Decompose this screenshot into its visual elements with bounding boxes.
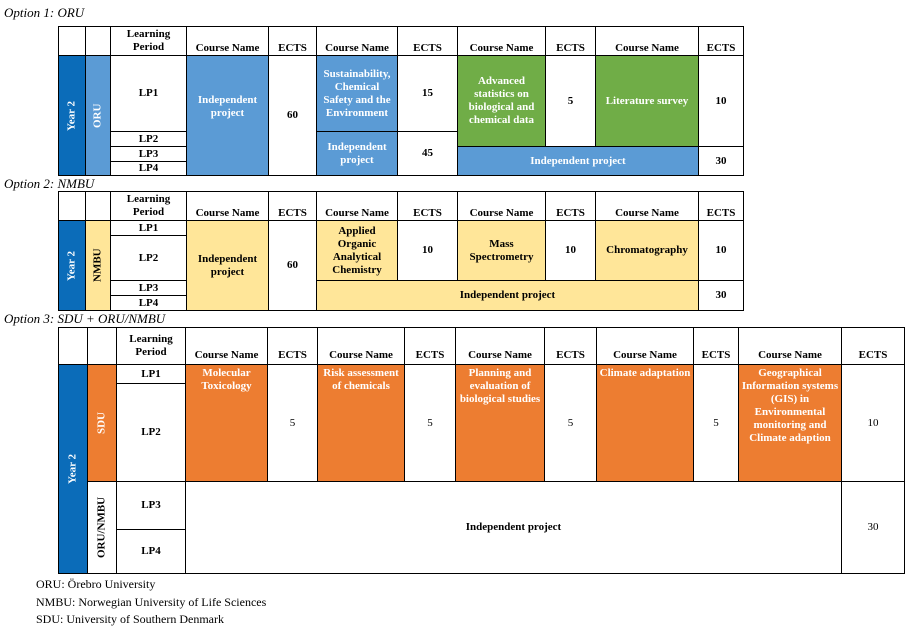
header-ects: ECTS	[841, 327, 905, 365]
header-empty-uni	[85, 26, 111, 56]
course-independent-project: Independent project	[457, 146, 699, 176]
period-lp3: LP3	[110, 146, 187, 162]
header-ects: ECTS	[693, 327, 739, 365]
period-lp2: LP2	[110, 235, 187, 281]
ects-value: 10	[698, 220, 744, 281]
option2-title: Option 2: NMBU	[4, 176, 95, 191]
header-course-name: Course Name	[595, 191, 699, 221]
course-sustainability: Sustainability, Chemical Safety and the …	[316, 55, 398, 132]
period-lp4: LP4	[110, 161, 187, 176]
year-label: Year 2	[58, 220, 86, 311]
header-empty-year	[58, 191, 86, 221]
header-ects: ECTS	[404, 327, 456, 365]
header-course-name: Course Name	[186, 191, 269, 221]
ects-value: 30	[841, 481, 905, 574]
course-planning-evaluation: Planning and evaluation of biological st…	[455, 364, 545, 482]
header-course-name: Course Name	[457, 191, 546, 221]
course-independent-project: Independent project	[316, 131, 398, 176]
header-course-name: Course Name	[316, 191, 398, 221]
legend-oru: ORU: Örebro University	[36, 577, 156, 591]
header-learning-period: Learning Period	[110, 191, 187, 221]
header-learning-period: Learning Period	[116, 327, 186, 365]
ects-value: 5	[404, 364, 456, 482]
header-empty-year	[58, 327, 88, 365]
course-molecular-toxicology: Molecular Toxicology	[185, 364, 268, 482]
ects-value: 10	[545, 220, 596, 281]
header-learning-period: Learning Period	[110, 26, 187, 56]
ects-value: 5	[544, 364, 597, 482]
period-lp2: LP2	[116, 383, 186, 482]
ects-value: 5	[693, 364, 739, 482]
header-course-name: Course Name	[455, 327, 545, 365]
university-label-nmbu: NMBU	[85, 220, 111, 311]
header-ects: ECTS	[397, 191, 458, 221]
course-independent-project: Independent project	[186, 55, 269, 176]
ects-value: 10	[698, 55, 744, 147]
header-ects: ECTS	[698, 26, 744, 56]
ects-value: 60	[268, 55, 317, 176]
course-independent-project: Independent project	[316, 280, 699, 311]
ects-value: 15	[397, 55, 458, 132]
year-label: Year 2	[58, 55, 86, 176]
course-advanced-statistics: Advanced statistics on biological and ch…	[457, 55, 546, 147]
course-applied-organic-chemistry: Applied Organic Analytical Chemistry	[316, 220, 398, 281]
period-lp3: LP3	[110, 280, 187, 296]
period-lp1: LP1	[116, 364, 186, 384]
ects-value: 60	[268, 220, 317, 311]
legend-sdu: SDU: University of Southern Denmark	[36, 612, 224, 626]
header-ects: ECTS	[397, 26, 458, 56]
ects-value: 30	[698, 280, 744, 311]
header-course-name: Course Name	[596, 327, 694, 365]
header-ects: ECTS	[544, 327, 597, 365]
header-course-name: Course Name	[317, 327, 405, 365]
header-ects: ECTS	[698, 191, 744, 221]
course-climate-adaptation: Climate adaptation	[596, 364, 694, 482]
header-course-name: Course Name	[738, 327, 842, 365]
period-lp4: LP4	[110, 295, 187, 311]
course-independent-project: Independent project	[186, 220, 269, 311]
course-literature-survey: Literature survey	[595, 55, 699, 147]
header-course-name: Course Name	[185, 327, 268, 365]
ects-value: 10	[397, 220, 458, 281]
ects-value: 45	[397, 131, 458, 176]
course-risk-assessment: Risk assessment of chemicals	[317, 364, 405, 482]
header-ects: ECTS	[545, 26, 596, 56]
period-lp1: LP1	[110, 55, 187, 132]
header-course-name: Course Name	[186, 26, 269, 56]
period-lp2: LP2	[110, 131, 187, 147]
option3-title: Option 3: SDU + ORU/NMBU	[4, 311, 166, 326]
header-ects: ECTS	[268, 26, 317, 56]
period-lp4: LP4	[116, 529, 186, 574]
course-mass-spectrometry: Mass Spectrometry	[457, 220, 546, 281]
header-empty-uni	[85, 191, 111, 221]
year-label: Year 2	[58, 364, 88, 574]
university-label-oru-nmbu: ORU/NMBU	[87, 481, 117, 574]
header-ects: ECTS	[268, 191, 317, 221]
university-label-sdu: SDU	[87, 364, 117, 482]
header-empty-year	[58, 26, 86, 56]
ects-value: 5	[267, 364, 318, 482]
course-independent-project: Independent project	[185, 481, 842, 574]
option1-title: Option 1: ORU	[4, 5, 85, 20]
period-lp3: LP3	[116, 481, 186, 530]
header-course-name: Course Name	[595, 26, 699, 56]
ects-value: 30	[698, 146, 744, 176]
header-course-name: Course Name	[457, 26, 546, 56]
course-chromatography: Chromatography	[595, 220, 699, 281]
course-gis: Geographical Information systems (GIS) i…	[738, 364, 842, 482]
university-label-oru: ORU	[85, 55, 111, 176]
header-ects: ECTS	[545, 191, 596, 221]
header-ects: ECTS	[267, 327, 318, 365]
header-empty-uni	[87, 327, 117, 365]
ects-value: 10	[841, 364, 905, 482]
ects-value: 5	[545, 55, 596, 147]
period-lp1: LP1	[110, 220, 187, 236]
legend-nmbu: NMBU: Norwegian University of Life Scien…	[36, 595, 267, 609]
header-course-name: Course Name	[316, 26, 398, 56]
